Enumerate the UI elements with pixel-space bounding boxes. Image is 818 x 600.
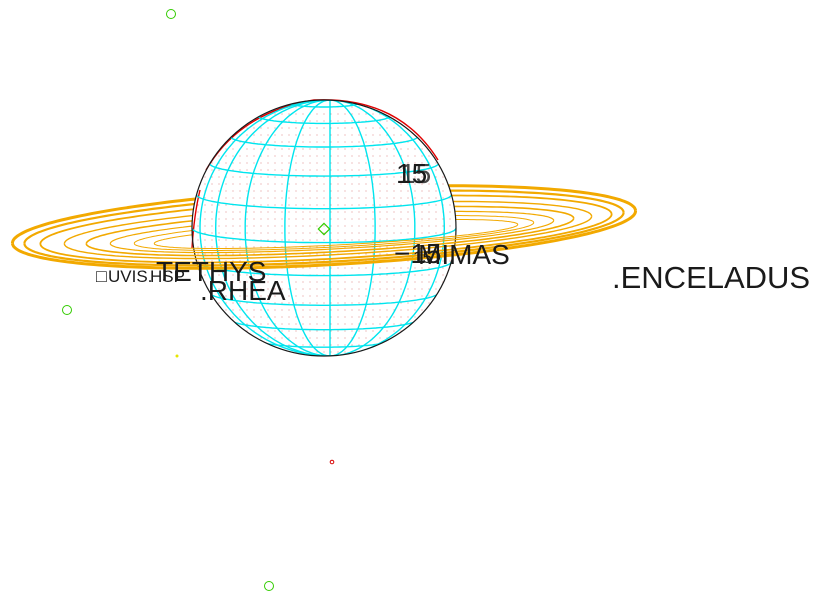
longitude-line-1 — [214, 100, 331, 356]
latitude-line-9 — [257, 115, 391, 125]
star-marker — [166, 9, 176, 19]
longitude-line-6 — [329, 100, 416, 356]
longitude-line-5 — [329, 100, 376, 356]
longitude-line-0 — [199, 100, 331, 356]
latitude-line-3 — [209, 292, 439, 306]
planet-limb — [191, 99, 457, 357]
ring-front-7 — [153, 224, 519, 249]
moon-label-mimas: MIMAS — [418, 239, 510, 270]
star-marker — [264, 581, 274, 591]
star-marker-yellow — [175, 354, 179, 358]
instrument-label-uvis: UVIS. — [108, 267, 152, 286]
longitude-line-3 — [284, 100, 331, 356]
ring-front-2 — [39, 214, 613, 264]
planet-dot-fill — [192, 100, 456, 356]
instrument-box-glyph: □ — [96, 266, 107, 286]
latitude-line-6 — [195, 194, 453, 210]
ring-front-4 — [85, 218, 575, 257]
red-marker — [329, 459, 335, 465]
latitude-label-15: 15 — [396, 158, 427, 189]
longitude-line-7 — [329, 100, 446, 356]
center-marker — [317, 222, 331, 236]
ring-front-1 — [23, 212, 625, 267]
moon-label-enceladus: .ENCELADUS — [612, 260, 810, 295]
latitude-line-7 — [209, 163, 439, 177]
latitude-line-8 — [230, 136, 418, 148]
star-marker — [62, 305, 72, 315]
ring-front-6 — [133, 222, 535, 251]
latitude-label-minus-15: −15 — [394, 238, 442, 269]
instrument-label-hsp: HSP — [150, 267, 185, 286]
longitude-line-2 — [244, 100, 331, 356]
ring-front-5 — [109, 220, 555, 254]
latitude-label-minus-15-small: 15 — [413, 248, 432, 267]
ring-front-3 — [63, 216, 593, 260]
ring-front-0 — [10, 210, 638, 270]
rings-front — [10, 210, 638, 270]
latitude-line-5 — [192, 227, 456, 244]
moon-label-tethys: TETHYS — [156, 256, 266, 287]
latitude-label-15-shadow: 15 — [400, 158, 431, 189]
moon-label-rhea: .RHEA — [200, 275, 286, 306]
